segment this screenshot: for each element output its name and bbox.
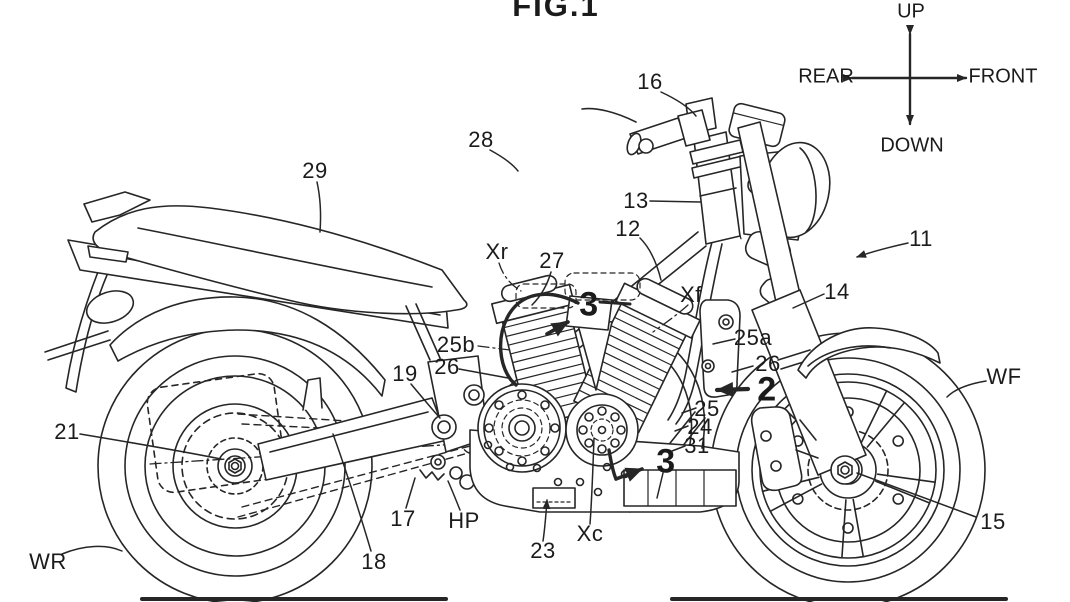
ref-label-ref-xc: Xc <box>576 521 604 546</box>
ref-label-ref-hp: HP <box>448 508 480 533</box>
crankshaft-cover <box>565 393 639 467</box>
compass-down-label: DOWN <box>880 134 944 157</box>
ref-label-ref-21: 21 <box>54 419 80 444</box>
clutch-cover <box>477 383 567 473</box>
ref-label-ref-18: 18 <box>361 549 387 574</box>
ref-label-ref-31: 31 <box>684 433 710 458</box>
ref-label-ref-29: 29 <box>302 158 328 183</box>
ref-label-ref-wf: WF <box>986 364 1022 389</box>
drain-cover <box>532 487 576 509</box>
ref-label-ref-27: 27 <box>539 248 565 273</box>
ref-label-ref-23: 23 <box>530 538 556 563</box>
compass-up-label: UP <box>897 0 925 23</box>
ref-label-ref-25: 25 <box>694 396 720 421</box>
section-arrow-3-bottom <box>614 467 644 482</box>
ref-label-ref-25b: 25b <box>436 332 476 357</box>
ref-label-ref-26-left: 26 <box>434 354 460 379</box>
handlebar-clamp <box>677 109 711 147</box>
phantom-leaders <box>477 262 689 351</box>
ref-label-ref-xf: Xf <box>680 282 702 307</box>
front-engine-bracket <box>699 299 741 398</box>
leader-lines <box>61 91 987 555</box>
front-fork <box>737 121 867 492</box>
ref-label-ref-2: 2 <box>757 370 777 409</box>
lower-case-box <box>623 469 737 507</box>
seat <box>83 191 468 315</box>
tail-cowl <box>83 191 151 223</box>
section-arrows <box>498 292 751 482</box>
rear-wheel <box>97 328 373 602</box>
front-fender <box>797 327 941 379</box>
handlebar <box>581 107 711 156</box>
brake-lever <box>581 107 637 123</box>
ref-label-ref-11: 11 <box>909 226 933 251</box>
ref-label-ref-14: 14 <box>824 279 850 304</box>
direction-compass-icon <box>843 25 968 126</box>
ref-label-ref-3-bottom: 3 <box>656 442 676 481</box>
ref-label-ref-xr: Xr <box>485 239 509 264</box>
section-arrow-2 <box>714 381 751 397</box>
ref-label-ref-15: 15 <box>980 509 1006 534</box>
rear-fender <box>44 251 386 397</box>
compass-front-label: FRONT <box>968 65 1038 88</box>
ref-label-ref-13: 13 <box>623 188 649 213</box>
headlight-rim <box>799 147 817 233</box>
ref-label-ref-3-top: 3 <box>579 285 599 324</box>
ref-label-ref-26-right: 26 <box>755 351 781 376</box>
compass-rear-label: REAR <box>798 65 854 88</box>
ref-label-ref-24: 24 <box>687 414 713 439</box>
fork-slider <box>751 289 867 476</box>
ref-label-ref-17: 17 <box>390 506 416 531</box>
front-brake-caliper <box>750 406 819 492</box>
engine <box>469 272 740 513</box>
ref-label-ref-25a: 25a <box>733 325 773 350</box>
figure-title: FIG.1 <box>512 0 600 23</box>
ref-label-ref-16: 16 <box>637 69 663 94</box>
ref-label-ref-wr: WR <box>29 549 67 574</box>
section-arrow-3-top <box>545 320 570 337</box>
rear-turn-signal <box>85 290 135 324</box>
ref-label-ref-28: 28 <box>468 127 494 152</box>
ref-label-ref-12: 12 <box>615 216 641 241</box>
ref-label-ref-19: 19 <box>392 361 418 386</box>
